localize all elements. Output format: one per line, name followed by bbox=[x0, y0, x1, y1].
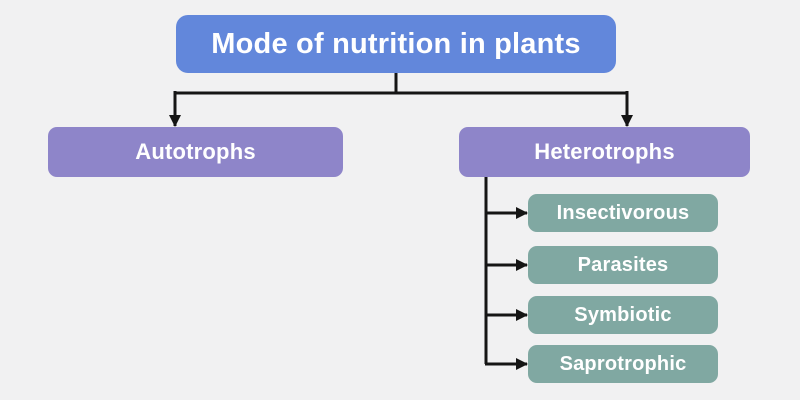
node-autotrophs: Autotrophs bbox=[48, 127, 343, 177]
node-heterotrophs: Heterotrophs bbox=[459, 127, 750, 177]
node-parasites: Parasites bbox=[528, 246, 718, 284]
node-root-title: Mode of nutrition in plants bbox=[176, 15, 616, 73]
node-insectivorous: Insectivorous bbox=[528, 194, 718, 232]
node-symbiotic: Symbiotic bbox=[528, 296, 718, 334]
node-saprotrophic: Saprotrophic bbox=[528, 345, 718, 383]
